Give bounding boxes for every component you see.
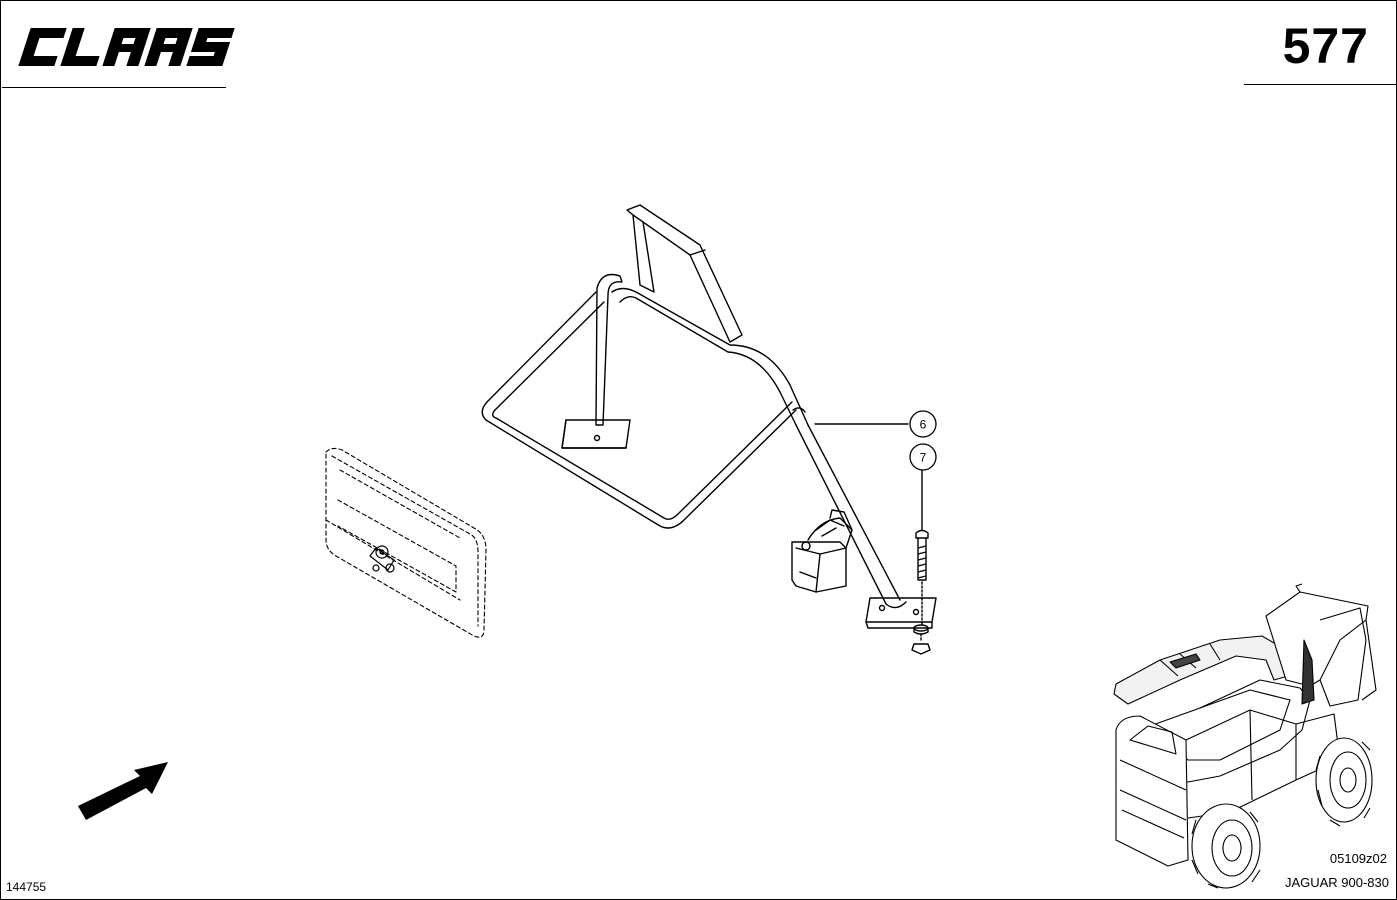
- forage-harvester-illustration: [1113, 583, 1377, 889]
- callout-7: 7: [909, 443, 937, 471]
- tube-frame-6: [481, 287, 901, 605]
- callout-6: 6: [909, 410, 937, 438]
- direction-arrow-icon: [78, 762, 168, 820]
- back-support-panel: [626, 204, 743, 343]
- rear-post: [561, 273, 631, 449]
- bolt-7: [911, 529, 931, 655]
- page-number: 577: [1282, 18, 1369, 74]
- drawing-code: 05109z02: [1329, 851, 1387, 866]
- mirror-outline: [325, 447, 487, 638]
- header-rule-left: [2, 87, 226, 88]
- foot-plate: [865, 597, 937, 629]
- model-designation: JAGUAR 900-830: [1284, 875, 1389, 890]
- callout-7-label: 7: [920, 451, 927, 465]
- header-rule-right: [1244, 84, 1396, 85]
- document-id: 144755: [6, 880, 47, 894]
- callout-6-label: 6: [920, 418, 927, 432]
- mirror-bracket: [791, 509, 853, 593]
- claas-logo: [18, 28, 235, 66]
- mirror-mount: [369, 545, 395, 573]
